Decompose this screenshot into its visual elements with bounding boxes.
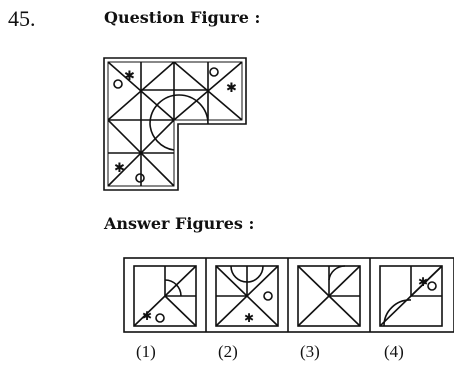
answer-figure-4[interactable]: ✱ <box>379 265 443 327</box>
answer-label-2[interactable]: (2) <box>218 342 238 361</box>
question-outline <box>103 57 247 191</box>
question-arc-lower <box>149 123 175 151</box>
question-arc <box>149 94 209 125</box>
answer-2-circle-icon <box>263 291 273 301</box>
question-figure-title: Question Figure : <box>104 8 261 27</box>
question-star-icon: ✱ <box>114 161 125 176</box>
question-square-top-left <box>107 61 175 121</box>
answer-figure-2[interactable]: ✱ <box>215 265 279 327</box>
answer-1-star-icon: ✱ <box>142 309 152 323</box>
question-number: 45. <box>8 6 36 31</box>
question-star-icon: ✱ <box>226 81 237 96</box>
answer-label-3[interactable]: (3) <box>300 342 320 361</box>
question-square-bottom <box>107 119 175 187</box>
question-circle-icon <box>135 173 145 183</box>
answer-figure-3[interactable] <box>297 265 361 327</box>
answer-2-star-icon: ✱ <box>244 311 254 325</box>
answer-1-circle-icon <box>155 313 165 323</box>
answer-label-4[interactable]: (4) <box>384 342 404 361</box>
answer-figure-1[interactable]: ✱ <box>133 265 197 327</box>
question-square-top-right <box>173 61 243 121</box>
question-star-icon: ✱ <box>124 69 135 84</box>
answer-4-star-icon: ✱ <box>418 275 428 289</box>
answer-4-circle-icon <box>427 281 437 291</box>
question-circle-icon <box>113 79 123 89</box>
question-circle-icon <box>209 67 219 77</box>
answer-label-1[interactable]: (1) <box>136 342 156 361</box>
answer-frame <box>123 257 454 333</box>
question-figure: ✱ ✱ ✱ <box>103 57 247 191</box>
answer-figures-title: Answer Figures : <box>104 214 255 233</box>
